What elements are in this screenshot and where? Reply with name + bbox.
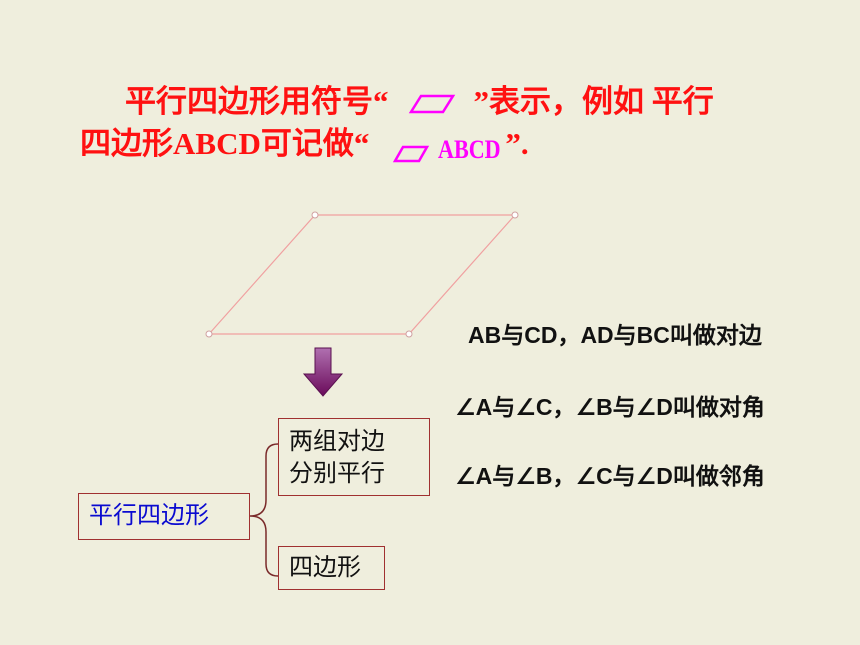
intro-line-1: 平行四边形用符号“ ”表示，例如 平行 [125,82,714,122]
intro-line-1-part1: 平行四边形用符号“ [125,84,389,119]
intro-line-2-part1: 四边形ABCD可记做“ [80,126,370,161]
branch-box-parallel: 两组对边 分别平行 [278,418,430,496]
vertex-bottom-left [205,330,213,338]
parallelogram-figure [205,211,519,338]
branch-box-quadrilateral: 四边形 [278,546,385,590]
parallelogram-notation-icon [393,145,430,163]
branch2-label: 四边形 [289,553,361,581]
parallelogram-symbol-icon [389,90,474,120]
intro-line-2-part2: ”. [505,126,529,161]
parallelogram-notation: ABCD [369,127,505,167]
notation-text: ABCD [438,134,501,164]
fact-opposite-sides: AB与CD，AD与BC叫做对边 [468,322,762,348]
branch1-line-1: 两组对边 [289,427,385,455]
vertex-top-right [511,211,519,219]
root-label: 平行四边形 [89,501,209,529]
vertex-bottom-right [405,330,413,338]
intro-line-1-part2: ”表示，例如 平行 [473,84,714,119]
down-arrow-icon [302,347,344,397]
fact-adjacent-angles: ∠A与∠B，∠C与∠D叫做邻角 [455,463,765,489]
branch1-line-2: 分别平行 [289,459,385,487]
root-box: 平行四边形 [78,493,250,540]
brace-icon [249,443,279,577]
intro-line-2: 四边形ABCD可记做“ ABCD”. [80,124,529,167]
fact-opposite-angles: ∠A与∠C，∠B与∠D叫做对角 [455,394,765,420]
vertex-top-left [311,211,319,219]
